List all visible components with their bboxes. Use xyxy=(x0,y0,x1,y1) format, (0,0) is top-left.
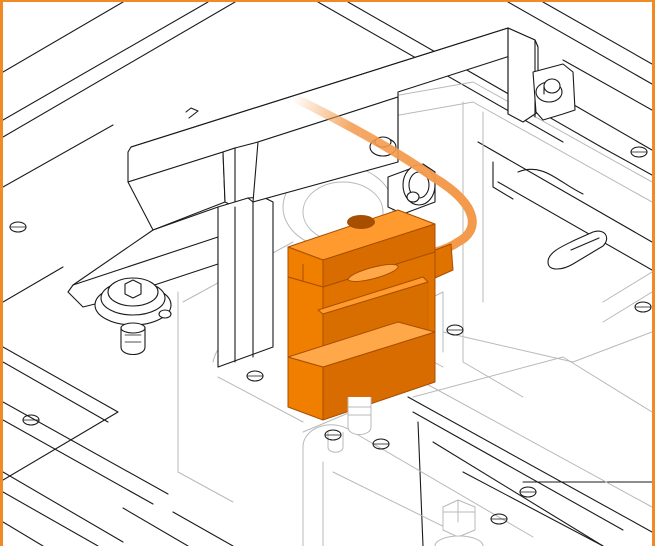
hole-marker xyxy=(246,370,264,382)
hole-marker xyxy=(446,324,464,336)
s-beam-load-cell xyxy=(287,209,454,421)
hole-marker xyxy=(490,513,508,525)
hole-marker xyxy=(9,221,27,233)
exploded-assembly-drawing xyxy=(3,2,652,546)
base-frame-rails xyxy=(3,2,652,546)
button-head-screw xyxy=(94,277,172,356)
hex-bolt xyxy=(434,499,484,546)
adjustment-slot xyxy=(547,230,608,270)
hole-marker xyxy=(519,486,537,498)
hole-marker xyxy=(372,438,390,450)
hole-marker xyxy=(634,301,652,313)
lower-threaded-stud xyxy=(327,397,372,453)
hole-marker xyxy=(324,429,342,441)
hole-marker xyxy=(630,146,648,158)
hole-marker xyxy=(22,414,40,426)
flange-bolt xyxy=(535,78,563,103)
hole-markers xyxy=(9,146,652,525)
